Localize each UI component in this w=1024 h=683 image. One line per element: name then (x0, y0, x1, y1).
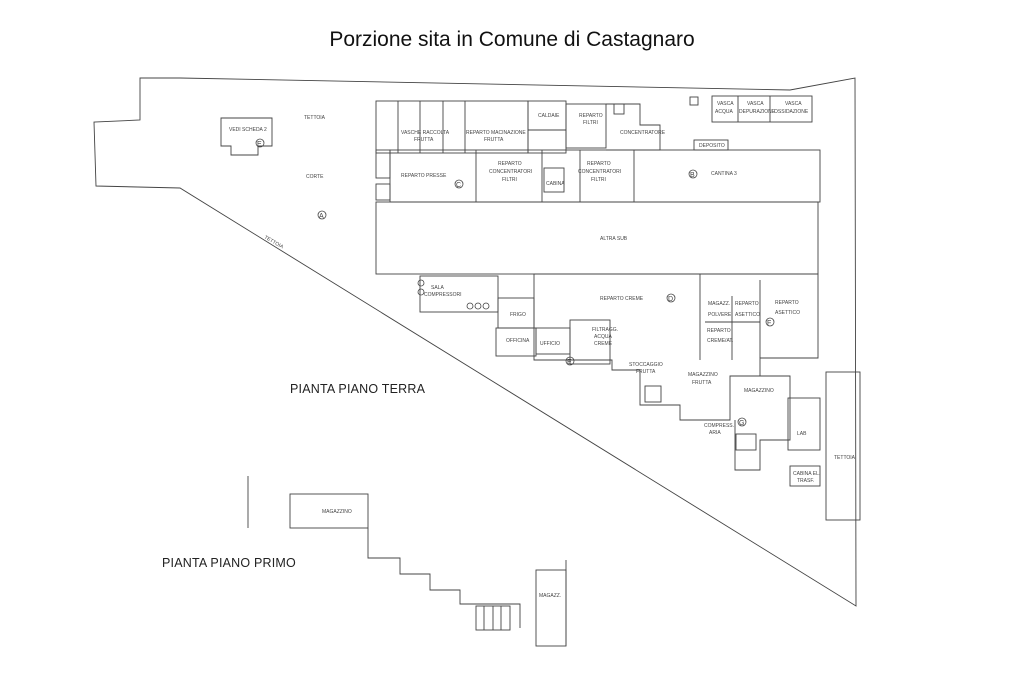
room-reparto-filtri-sub: FILTRI (583, 120, 598, 126)
room-vedi-scheda: VEDI SCHEDA 2 (229, 127, 267, 133)
marker-f: F (767, 320, 771, 327)
room-asettico-2a: REPARTO (775, 300, 799, 306)
room-magazzino-frutta-a: MAGAZZINO (688, 372, 718, 378)
room-frigo: FRIGO (510, 312, 526, 318)
building-vedi-scheda (220, 117, 273, 156)
room-magazz-pp2: MAGAZZ. (539, 593, 561, 599)
room-conc-filtri-1a: REPARTO (498, 161, 522, 167)
room-reparto-macinazione: REPARTO MACINAZIONE (466, 130, 526, 136)
room-magazzino: MAGAZZINO (744, 388, 774, 394)
room-tettoia-top: TETTOIA (304, 115, 326, 121)
room-vasca-ossidazione-sub: OSSIDAZIONE (774, 109, 809, 115)
room-vasca-acqua-sub: ACQUA (715, 109, 733, 115)
room-reparto-creme-small-a: REPARTO (707, 328, 731, 334)
room-asettico-1b: ASETTICO (735, 312, 760, 318)
room-cabina: CABINA (546, 181, 565, 187)
marker-c: C (456, 182, 461, 189)
marker-e-mid: E (567, 359, 572, 366)
label-piano-terra: PIANTA PIANO TERRA (290, 382, 426, 396)
room-tettoia-diag: TETTOIA (263, 235, 285, 251)
room-magazz-polvere-b: POLVERE (708, 312, 732, 318)
room-tettoia-right: TETTOIA (834, 455, 856, 461)
room-filtraggio-c: CREME (594, 341, 613, 347)
room-magazzino-pp: MAGAZZINO (322, 509, 352, 515)
room-deposito: DEPOSITO (699, 143, 725, 149)
block-magazzino-pp (289, 493, 369, 529)
marker-a: A (319, 213, 324, 220)
block-caldaie (527, 100, 567, 154)
room-asettico-1a: REPARTO (735, 301, 759, 307)
room-concentratore: CONCENTRATORE (620, 130, 666, 136)
room-sala-compressori-a: SALA (431, 285, 444, 291)
site-boundary (93, 77, 857, 607)
room-officina: OFFICINA (506, 338, 530, 344)
marker-e-top: E (257, 141, 262, 148)
room-compressori-b: ARIA (709, 430, 721, 436)
room-reparto-presse: REPARTO PRESSE (401, 173, 447, 179)
room-lab: LAB (797, 431, 807, 437)
room-asettico-2b: ASETTICO (775, 310, 800, 316)
room-vasche-raccolta-sub: FRUTTA (414, 137, 434, 143)
block-vasche-right (711, 95, 813, 123)
block-sala-compressori (419, 275, 499, 313)
block-altra-sub (375, 201, 819, 275)
room-stoccaggio-b: FRUTTA (636, 369, 656, 375)
room-vasca-depurazione: VASCA (747, 101, 764, 107)
room-altra-sub: ALTRA SUB (600, 236, 628, 242)
room-corte: CORTE (306, 174, 324, 180)
room-caldaie: CALDAIE (538, 113, 560, 119)
room-conc-filtri-1b: CONCENTRATORI (489, 169, 532, 175)
page-title: Porzione sita in Comune di Castagnaro (329, 28, 695, 51)
room-reparto-creme: REPARTO CREME (600, 296, 644, 302)
room-conc-filtri-2a: REPARTO (587, 161, 611, 167)
room-filtraggio-a: FILTRAGG. (592, 327, 618, 333)
room-conc-filtri-2b: CONCENTRATORI (578, 169, 621, 175)
room-reparto-filtri: REPARTO (579, 113, 603, 119)
block-reparto-creme (533, 273, 819, 421)
label-piano-primo: PIANTA PIANO PRIMO (162, 556, 296, 570)
block-magazz-pp2 (535, 569, 567, 647)
room-magazz-polvere-a: MAGAZZ. (708, 301, 730, 307)
block-cabina (789, 465, 821, 487)
marker-g: G (739, 420, 744, 427)
block-filtri (565, 103, 607, 149)
block-tettoia-right (825, 371, 861, 521)
room-filtraggio-b: ACQUA (594, 334, 612, 340)
room-ufficio: UFFICIO (540, 341, 560, 347)
block-vasche (375, 100, 529, 154)
room-vasca-ossidazione: VASCA (785, 101, 802, 107)
room-compressori-a: COMPRESS. (704, 423, 734, 429)
room-reparto-creme-small-b: CREME/AT. (707, 338, 733, 344)
room-cabina-trasf-b: TRASF. (797, 478, 814, 484)
room-vasca-acqua: VASCA (717, 101, 734, 107)
room-reparto-macinazione-sub: FRUTTA (484, 137, 504, 143)
room-cantina: CANTINA 3 (711, 171, 737, 177)
room-conc-filtri-1c: FILTRI (502, 177, 517, 183)
room-stoccaggio-a: STOCCAGGIO (629, 362, 663, 368)
block-presse (389, 149, 821, 203)
block-lab (787, 397, 821, 451)
marker-d: D (668, 296, 673, 303)
room-sala-compressori-b: COMPRESSORI (424, 292, 462, 298)
room-vasche-raccolta: VASCHE RACCOLTA (401, 130, 450, 136)
room-cabina-trasf-a: CABINA EL. (793, 471, 820, 477)
room-vasca-depurazione-sub: DEPURAZIONE (739, 109, 776, 115)
marker-b: B (690, 172, 695, 179)
room-conc-filtri-2c: FILTRI (591, 177, 606, 183)
room-magazzino-frutta-b: FRUTTA (692, 380, 712, 386)
